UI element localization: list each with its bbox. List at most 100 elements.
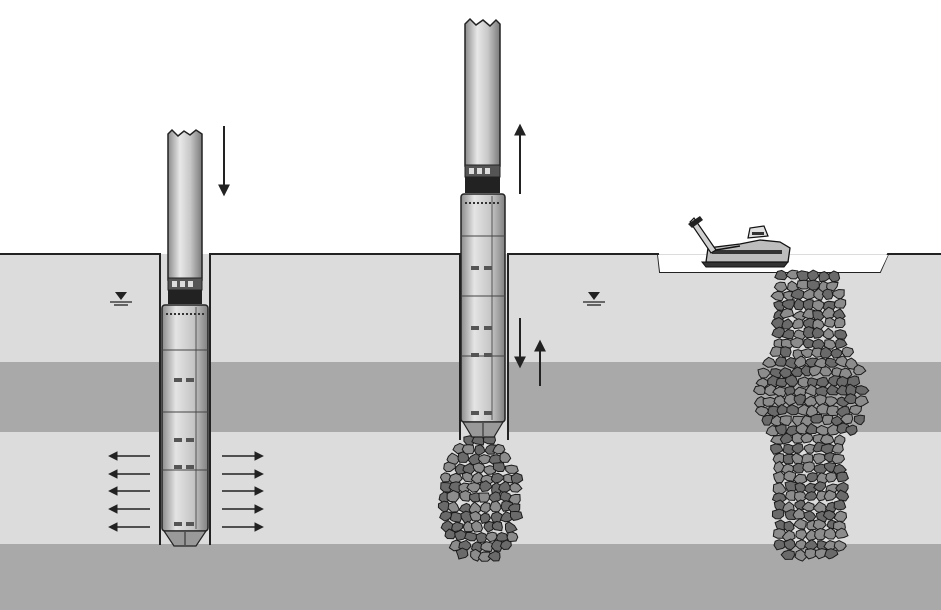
stone	[790, 337, 804, 349]
stone	[810, 413, 824, 424]
stone	[762, 396, 776, 407]
stone	[821, 306, 837, 320]
stone	[783, 470, 797, 482]
stone	[803, 491, 818, 501]
stone	[490, 472, 506, 484]
stone	[781, 299, 795, 310]
stone	[439, 472, 452, 483]
stone	[771, 326, 786, 339]
stone	[811, 299, 825, 312]
stone	[786, 404, 800, 416]
stone	[834, 338, 848, 350]
stone	[471, 520, 484, 533]
stone	[455, 547, 469, 560]
stone	[772, 386, 787, 398]
stone	[443, 461, 457, 473]
stone	[499, 451, 512, 463]
stone	[834, 355, 849, 368]
stone	[816, 403, 830, 415]
stone	[466, 481, 481, 493]
lateral-vibration-arrows-right	[222, 451, 264, 532]
vibrator-body-1	[161, 304, 209, 532]
stone	[845, 424, 858, 436]
stone	[833, 510, 848, 523]
stone	[475, 532, 488, 544]
stone	[506, 531, 519, 543]
stone	[802, 326, 816, 339]
stone	[479, 501, 492, 514]
stone	[802, 461, 816, 473]
stone	[805, 472, 819, 483]
stone	[824, 357, 839, 368]
stone	[811, 326, 826, 339]
extension-pipe-1	[167, 128, 203, 281]
stone	[477, 551, 492, 562]
stone	[826, 405, 839, 417]
stone	[793, 298, 806, 311]
stone	[446, 452, 461, 466]
stone	[472, 462, 486, 474]
stone	[771, 508, 785, 520]
stone	[770, 290, 785, 302]
stone	[510, 472, 524, 484]
stone	[446, 490, 460, 503]
stone	[821, 288, 834, 301]
stone	[835, 489, 850, 502]
stone	[814, 548, 828, 560]
water-table-symbol-2	[583, 292, 605, 306]
stone	[479, 512, 491, 525]
stone	[834, 527, 849, 539]
stone	[791, 318, 804, 330]
stone	[490, 539, 504, 552]
stone	[848, 404, 863, 415]
stone	[843, 393, 859, 405]
stone	[783, 538, 796, 551]
stone	[770, 443, 784, 455]
stone	[853, 414, 865, 426]
stone	[447, 501, 460, 513]
stone	[792, 473, 808, 485]
stone	[804, 383, 818, 397]
stone	[854, 395, 869, 408]
stone	[762, 356, 777, 368]
stone	[761, 414, 774, 426]
stone	[470, 548, 481, 562]
stone	[449, 511, 462, 523]
stone	[457, 451, 470, 463]
stone	[827, 423, 841, 436]
stone	[823, 527, 837, 540]
stone	[478, 492, 491, 503]
stone	[824, 317, 836, 328]
stone-column	[752, 269, 870, 562]
stone	[492, 462, 506, 472]
stone	[509, 482, 523, 493]
stone	[833, 298, 847, 309]
stone	[823, 338, 837, 350]
stone	[831, 453, 846, 465]
stone	[815, 376, 830, 388]
stone	[793, 518, 807, 530]
stone	[782, 453, 795, 465]
stone	[757, 367, 772, 379]
stone	[853, 364, 867, 376]
stone	[479, 480, 493, 493]
stone	[779, 415, 792, 427]
vibro-probe-1	[161, 128, 209, 547]
stone	[792, 507, 807, 520]
stone	[854, 385, 870, 395]
stone	[480, 541, 494, 553]
stone	[792, 462, 805, 474]
stone	[774, 269, 788, 281]
compactor-machine-icon	[688, 216, 791, 268]
stone	[780, 549, 796, 560]
stone	[791, 442, 804, 454]
stone	[781, 318, 794, 330]
vibro-probe-2	[460, 17, 506, 438]
stone	[803, 443, 818, 454]
stone	[487, 550, 501, 562]
stone	[477, 454, 493, 465]
stone	[498, 480, 512, 493]
stone	[754, 405, 770, 417]
stone	[772, 470, 787, 484]
